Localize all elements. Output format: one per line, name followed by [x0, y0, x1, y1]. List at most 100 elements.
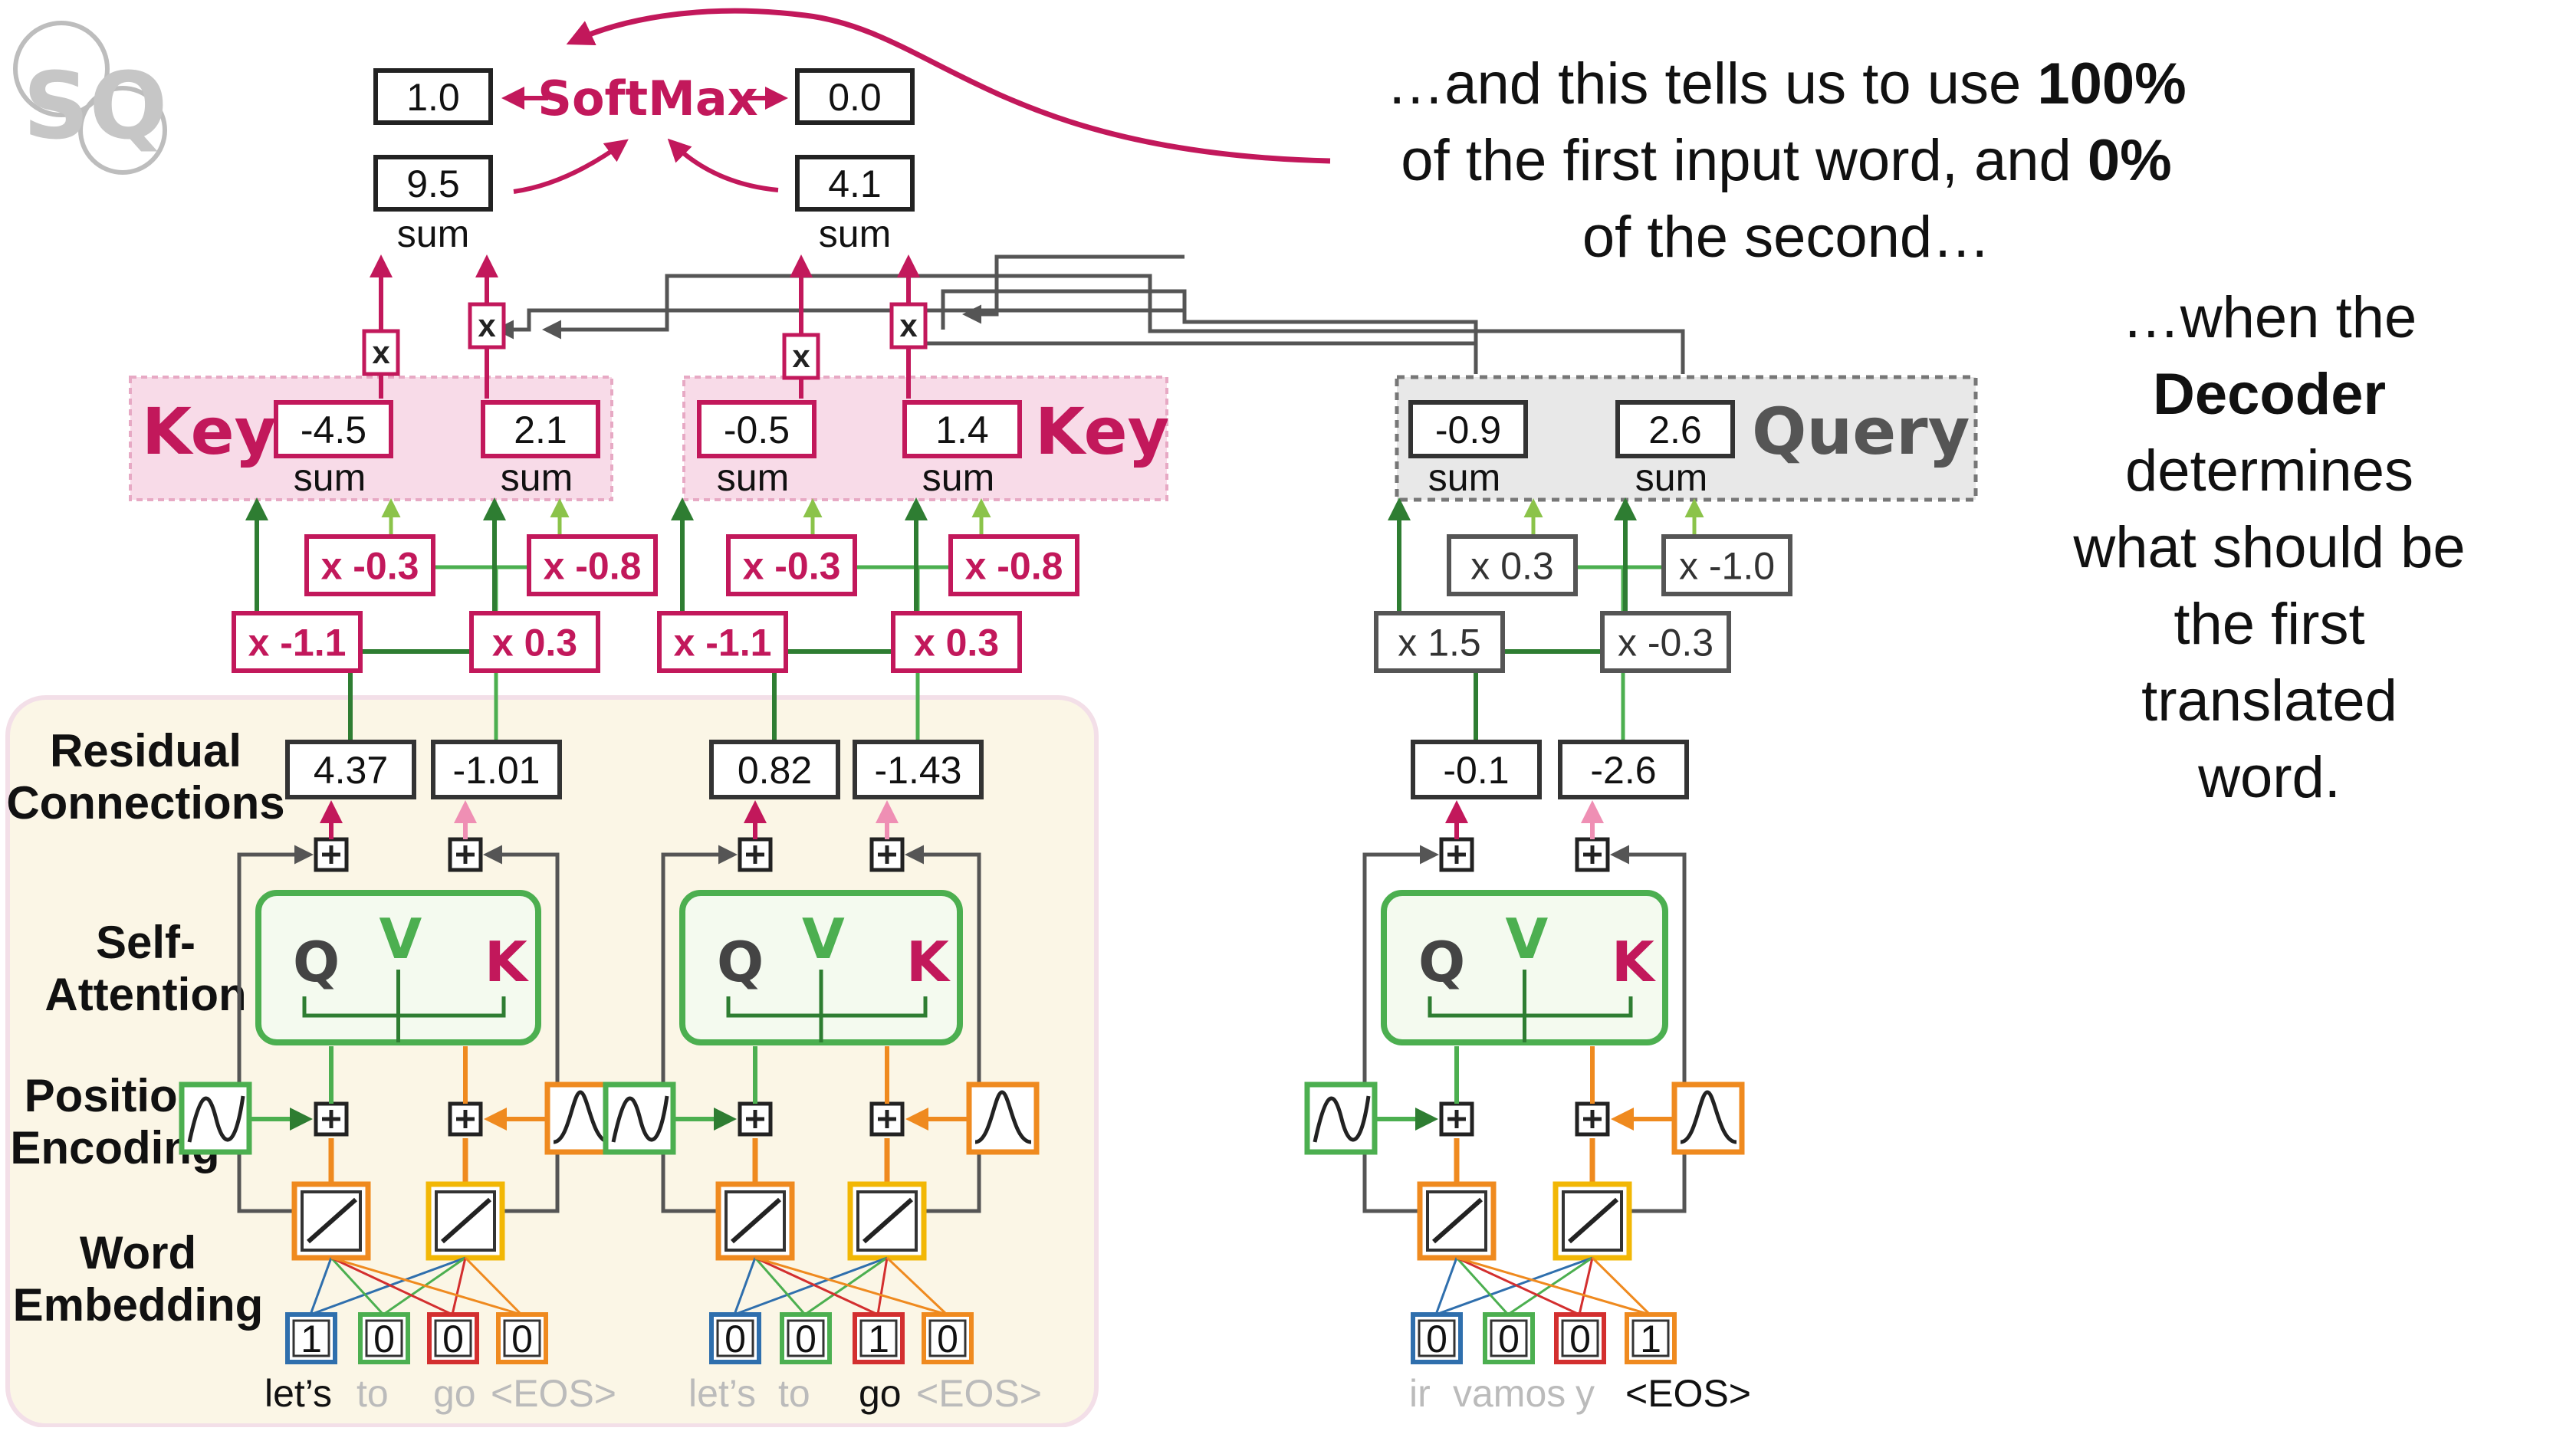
enc2-v-letter: V: [802, 907, 845, 971]
dec-residual-plus-1: [1575, 800, 1610, 872]
enc2-weight-top-1: x -0.8: [948, 534, 1079, 596]
enc1-input-value-1: 0: [373, 1318, 395, 1360]
dec-sum-0-frame: [1408, 400, 1528, 458]
enc2-q-letter: Q: [717, 930, 764, 994]
dec-weight-bottom-0-text: x 1.5: [1398, 622, 1480, 665]
enc2-input-value-3: 0: [937, 1318, 958, 1360]
enc1-sum-0: -4.5: [274, 400, 393, 458]
dec-weight-bottom-1: x -0.3: [1600, 611, 1731, 673]
enc1-weight-bottom-0: x -1.1: [232, 611, 363, 673]
enc1-residual-plus-0: [314, 800, 349, 872]
encoder-background: [5, 695, 1099, 1428]
enc2-input-value-1: 0: [795, 1318, 816, 1360]
dec-residual-1: -2.6: [1558, 740, 1689, 799]
label-emb-1: Word: [80, 1227, 196, 1278]
enc1-word-1: to: [356, 1372, 389, 1415]
enc1-weight-bottom-1-frame: [469, 611, 600, 673]
dec-weight-bottom-0: x 1.5: [1374, 611, 1505, 673]
enc2-input-0: 0: [709, 1312, 761, 1364]
callout-line-3: of the second…: [1582, 205, 1990, 270]
score-left: 9.5: [406, 162, 460, 205]
mult-4-label: x: [899, 307, 918, 343]
enc1-weight-bottom-0-frame: [232, 611, 363, 673]
callout-arrow: [566, 8, 1331, 164]
query-label: Query: [1752, 394, 1970, 469]
enc2-input-3: 0: [922, 1312, 974, 1364]
dec-input-value-3: 1: [1640, 1318, 1661, 1360]
dec-input-value-2: 0: [1569, 1318, 1591, 1360]
dec-residual-1-text: -2.6: [1590, 749, 1656, 792]
enc2-input-value-0: 0: [724, 1318, 746, 1360]
enc1-residual-plus-1: [448, 800, 483, 872]
enc1-residual-1: -1.01: [431, 740, 562, 799]
dec-weight-top-0-frame: [1447, 534, 1578, 596]
side-note-4: what should be: [2072, 515, 2465, 580]
enc2-residual-0-text: 0.82: [738, 749, 812, 792]
enc2-word-0: let’s: [688, 1372, 756, 1415]
side-note-2: Decoder: [2153, 362, 2386, 427]
enc1-word-0: let’s: [264, 1372, 332, 1415]
enc2-sum-0: -0.5: [697, 400, 816, 458]
dec-weight-top-1-frame: [1661, 534, 1792, 596]
score-right: 4.1: [828, 162, 882, 205]
enc2-sum-label-0: sum: [717, 456, 789, 499]
label-residual-2: Connections: [6, 777, 284, 829]
dec-input-3: 1: [1625, 1312, 1677, 1364]
enc1-input-1: 0: [358, 1312, 410, 1364]
side-note-5: the first: [2174, 592, 2364, 657]
dec-sum-1: 2.6: [1615, 400, 1735, 458]
enc2-residual-1-text: -1.43: [875, 749, 962, 792]
side-note-3: determines: [2125, 438, 2413, 504]
softmax-out-right: 0.0: [828, 76, 882, 119]
softmax-label: SoftMax: [537, 71, 757, 126]
enc2-position-encoding: [603, 1046, 1040, 1155]
score-right-sum: sum: [819, 212, 891, 255]
enc2-weight-top-0-text: x -0.3: [743, 545, 841, 588]
dec-q-letter: Q: [1418, 930, 1465, 994]
enc2-k-letter: K: [906, 930, 951, 994]
dec-input-0: 0: [1411, 1312, 1463, 1364]
key-label-1: Key: [142, 394, 276, 469]
dec-input-value-0: 0: [1426, 1318, 1447, 1360]
enc1-k-letter: K: [485, 930, 529, 994]
enc1-weight-top-0-text: x -0.3: [321, 545, 419, 588]
dec-residual-plus-0: [1439, 800, 1474, 872]
enc2-residual-plus-1: [869, 800, 905, 872]
enc1-input-value-0: 1: [301, 1318, 322, 1360]
dec-sum-0-text: -0.9: [1435, 409, 1501, 451]
enc1-sum-0-frame: [274, 400, 393, 458]
dec-residual-1-frame: [1558, 740, 1689, 799]
enc1-residual-1-frame: [431, 740, 562, 799]
dec-weight-top-1: x -1.0: [1661, 534, 1792, 596]
dec-residual-0-frame: [1411, 740, 1542, 799]
dec-word-2: y: [1576, 1372, 1595, 1415]
dec-weight-bottom-1-frame: [1600, 611, 1731, 673]
enc1-weight-top-1: x -0.8: [527, 534, 658, 596]
enc1-weight-bottom-0-text: x -1.1: [248, 622, 347, 665]
callout-line-1: …and this tells us to use 100%: [1386, 51, 2187, 117]
enc1-input-3: 0: [496, 1312, 548, 1364]
dec-sum-1-text: 2.6: [1648, 409, 1702, 451]
enc2-weight-top-0-frame: [726, 534, 857, 596]
enc1-sum-1: 2.1: [481, 400, 600, 458]
enc2-residual-1: -1.43: [853, 740, 984, 799]
mult-2: x: [468, 254, 506, 399]
label-self-2: Attention: [44, 969, 246, 1020]
enc2-weight-bottom-1-text: x 0.3: [914, 622, 999, 665]
enc2-weight-top-1-text: x -0.8: [965, 545, 1063, 588]
enc1-v-letter: V: [380, 907, 422, 971]
enc1-weight-top-1-text: x -0.8: [544, 545, 642, 588]
side-note-7: word.: [2197, 745, 2341, 810]
dec-sum-0: -0.9: [1408, 400, 1528, 458]
enc1-sum-1-frame: [481, 400, 600, 458]
label-pos-1: Position: [25, 1070, 206, 1121]
mult-3: x: [782, 254, 820, 399]
callout-line-2: of the first input word, and 0%: [1401, 128, 2171, 193]
label-self-1: Self-: [96, 917, 196, 968]
